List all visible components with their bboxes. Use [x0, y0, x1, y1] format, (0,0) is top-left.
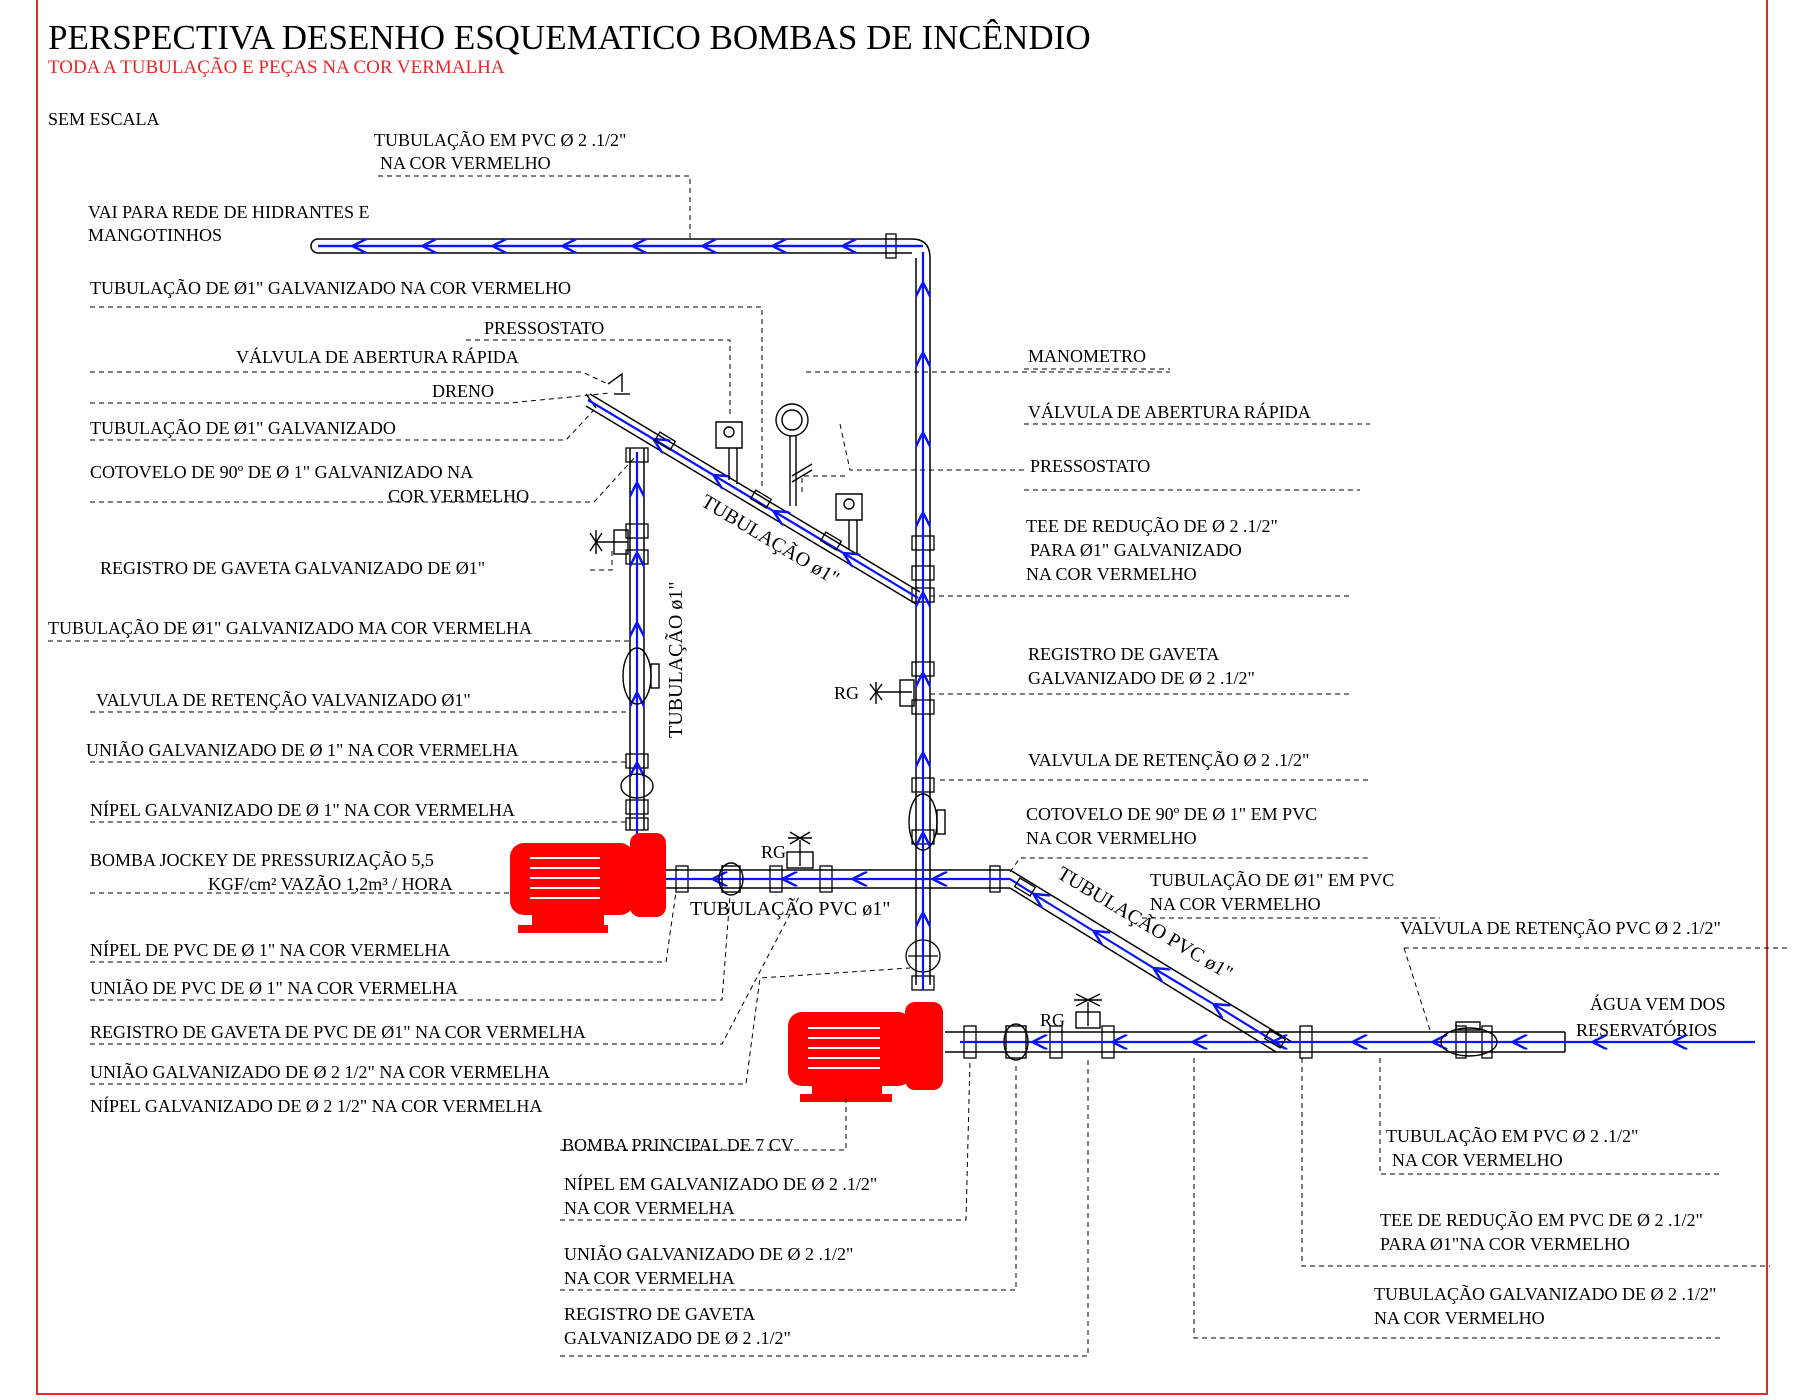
- label-main-pump: BOMBA PRINCIPAL DE 7 CV: [562, 1135, 794, 1155]
- label-gate-valve-riser-2: GALVANIZADO DE Ø 2 .1/2": [1028, 668, 1255, 688]
- gate-valve-jockey-discharge: [786, 831, 814, 869]
- label-nipple-pvc-1in: NÍPEL DE PVC DE Ø 1" NA COR VERMELHA: [90, 939, 450, 960]
- label-elbow-90-pvc-2: NA COR VERMELHO: [1026, 828, 1197, 848]
- label-nipple-galv-2-1-2: NÍPEL GALVANIZADO DE Ø 2 1/2" NA COR VER…: [90, 1095, 542, 1116]
- label-gate-valve-pvc-1in: REGISTRO DE GAVETA DE PVC DE Ø1" NA COR …: [90, 1022, 586, 1042]
- label-gate-valve-main-2: GALVANIZADO DE Ø 2 .1/2": [564, 1328, 791, 1348]
- label-union-galv-main-2: NA COR VERMELHA: [564, 1268, 735, 1288]
- label-galv-pipe-1in-red: TUBULAÇÃO DE Ø1" GALVANIZADO NA COR VERM…: [90, 277, 571, 298]
- flow-gauge-diagonal: [587, 399, 919, 599]
- label-nipple-galv-main: NÍPEL EM GALVANIZADO DE Ø 2 .1/2": [564, 1173, 877, 1194]
- label-gate-valve-galv-1in: REGISTRO DE GAVETA GALVANIZADO DE Ø1": [100, 558, 485, 578]
- label-manometer: MANOMETRO: [1028, 346, 1146, 366]
- label-reducing-tee-galv: TEE DE REDUÇÃO DE Ø 2 .1/2": [1026, 515, 1278, 536]
- gate-valve-jockey-vertical: [589, 529, 629, 555]
- pressure-switch-2: [835, 493, 863, 554]
- union-jockey-vertical: [620, 773, 654, 799]
- label-check-valve-pvc: VALVULA DE RETENÇÃO PVC Ø 2 .1/2": [1400, 917, 1721, 938]
- union-jockey-discharge: [718, 862, 744, 896]
- label-galv-pipe-2-1-2-2: NA COR VERMELHO: [1374, 1308, 1545, 1328]
- flow-suction-diagonal: [1009, 878, 1281, 1046]
- label-water-from-reservoirs-2: RESERVATÓRIOS: [1576, 1019, 1717, 1040]
- diagonal-fittings: [653, 431, 1287, 1049]
- label-top-pvc-pipe: TUBULAÇÃO EM PVC Ø 2 .1/2": [374, 129, 626, 150]
- label-jockey-pump: BOMBA JOCKEY DE PRESSURIZAÇÃO 5,5: [90, 849, 434, 870]
- label-elbow-90-pvc: COTOVELO DE 90º DE Ø 1" EM PVC: [1026, 804, 1317, 824]
- label-elbow-90-galv: COTOVELO DE 90º DE Ø 1" GALVANIZADO NA: [90, 462, 473, 482]
- rg-tag-jockey: RG: [761, 842, 786, 862]
- label-reducing-tee-pvc: TEE DE REDUÇÃO EM PVC DE Ø 2 .1/2": [1380, 1209, 1703, 1230]
- quick-opening-valve-drain: [607, 372, 630, 395]
- label-galv-pipe-1in-ma: TUBULAÇÃO DE Ø1" GALVANIZADO MA COR VERM…: [48, 617, 532, 638]
- label-pvc-pipe-2-1-2-2: NA COR VERMELHO: [1392, 1150, 1563, 1170]
- check-valve-suction: [1440, 1021, 1498, 1057]
- quick-opening-valve-diagonal: [791, 463, 813, 483]
- drawing-border: [36, 0, 1768, 1395]
- main-pump: [788, 1002, 943, 1102]
- gate-valve-riser: [869, 679, 915, 707]
- label-quick-valve-left: VÁLVULA DE ABERTURA RÁPIDA: [236, 346, 519, 367]
- label-union-galv-2-1-2: UNIÃO GALVANIZADO DE Ø 2 1/2" NA COR VER…: [90, 1061, 550, 1082]
- label-galv-pipe-2-1-2: TUBULAÇÃO GALVANIZADO DE Ø 2 .1/2": [1374, 1283, 1716, 1304]
- label-gate-valve-riser: REGISTRO DE GAVETA: [1028, 644, 1219, 664]
- flow-label-jockey-vertical: TUBULAÇÃO ø1": [663, 582, 687, 739]
- label-union-pvc-1in: UNIÃO DE PVC DE Ø 1" NA COR VERMELHA: [90, 977, 458, 998]
- label-union-galv-1in: UNIÃO GALVANIZADO DE Ø 1" NA COR VERMELH…: [86, 739, 519, 760]
- manometer: [775, 403, 809, 506]
- label-nipple-galv-1in: NÍPEL GALVANIZADO DE Ø 1" NA COR VERMELH…: [90, 799, 515, 820]
- gate-valve-main-suction: [1074, 993, 1102, 1029]
- label-water-from-reservoirs: ÁGUA VEM DOS: [1590, 993, 1726, 1014]
- label-top-pvc-pipe-2: NA COR VERMELHO: [380, 153, 551, 173]
- label-pressure-switch-left: PRESSOSTATO: [484, 318, 604, 338]
- label-to-hydrants-2: MANGOTINHOS: [88, 225, 222, 245]
- label-pvc-pipe-2-1-2: TUBULAÇÃO EM PVC Ø 2 .1/2": [1386, 1125, 1638, 1146]
- label-reducing-tee-pvc-2: PARA Ø1"NA COR VERMELHO: [1380, 1234, 1630, 1254]
- label-nipple-galv-main-2: NA COR VERMELHA: [564, 1198, 735, 1218]
- label-jockey-pump-2: KGF/cm² VAZÃO 1,2m³ / HORA: [208, 873, 453, 894]
- jockey-pump: [510, 833, 666, 933]
- pressure-switch-1: [715, 421, 743, 484]
- flow-label-jockey-discharge: TUBULAÇÃO PVC ø1": [690, 896, 890, 920]
- label-drain: DRENO: [432, 381, 494, 401]
- page-subtitle: TODA A TUBULAÇÃO E PEÇAS NA COR VERMALHA: [48, 56, 505, 78]
- page-title: PERSPECTIVA DESENHO ESQUEMATICO BOMBAS D…: [48, 18, 1091, 57]
- label-pressure-switch-right: PRESSOSTATO: [1030, 456, 1150, 476]
- check-valve-riser: [908, 793, 946, 851]
- scale-note: SEM ESCALA: [48, 109, 160, 129]
- label-union-galv-main: UNIÃO GALVANIZADO DE Ø 2 .1/2": [564, 1243, 853, 1264]
- check-valve-jockey: [622, 647, 660, 705]
- label-to-hydrants: VAI PARA REDE DE HIDRANTES E: [88, 202, 370, 222]
- pipe-top-hydrants: [310, 238, 931, 259]
- left-labels: TUBULAÇÃO EM PVC Ø 2 .1/2" NA COR VERMEL…: [48, 129, 877, 1348]
- rg-tag-main: RG: [1040, 1010, 1065, 1030]
- flow-lines: [318, 246, 1755, 1045]
- label-elbow-90-galv-2: COR VERMELHO: [388, 486, 529, 506]
- pipe-jockey-discharge: [666, 869, 1010, 889]
- right-labels: MANOMETRO VÁLVULA DE ABERTURA RÁPIDA PRE…: [1026, 346, 1726, 1328]
- label-galv-pipe-1in: TUBULAÇÃO DE Ø1" GALVANIZADO: [90, 417, 396, 438]
- leader-lines: [48, 175, 1790, 1357]
- label-quick-valve-right: VÁLVULA DE ABERTURA RÁPIDA: [1028, 401, 1311, 422]
- label-reducing-tee-galv-2: PARA Ø1" GALVANIZADO: [1030, 540, 1242, 560]
- label-check-valve-1in: VALVULA DE RETENÇÃO VALVANIZADO Ø1": [96, 689, 471, 710]
- label-pvc-pipe-1in-2: NA COR VERMELHO: [1150, 894, 1321, 914]
- rg-tag-riser: RG: [834, 683, 859, 703]
- label-pvc-pipe-1in: TUBULAÇÃO DE Ø1" EM PVC: [1150, 869, 1394, 890]
- union-main-discharge: [1003, 1023, 1029, 1061]
- label-reducing-tee-galv-3: NA COR VERMELHO: [1026, 564, 1197, 584]
- label-check-valve-riser: VALVULA DE RETENÇÃO Ø 2 .1/2": [1028, 749, 1309, 770]
- label-gate-valve-main: REGISTRO DE GAVETA: [564, 1304, 755, 1324]
